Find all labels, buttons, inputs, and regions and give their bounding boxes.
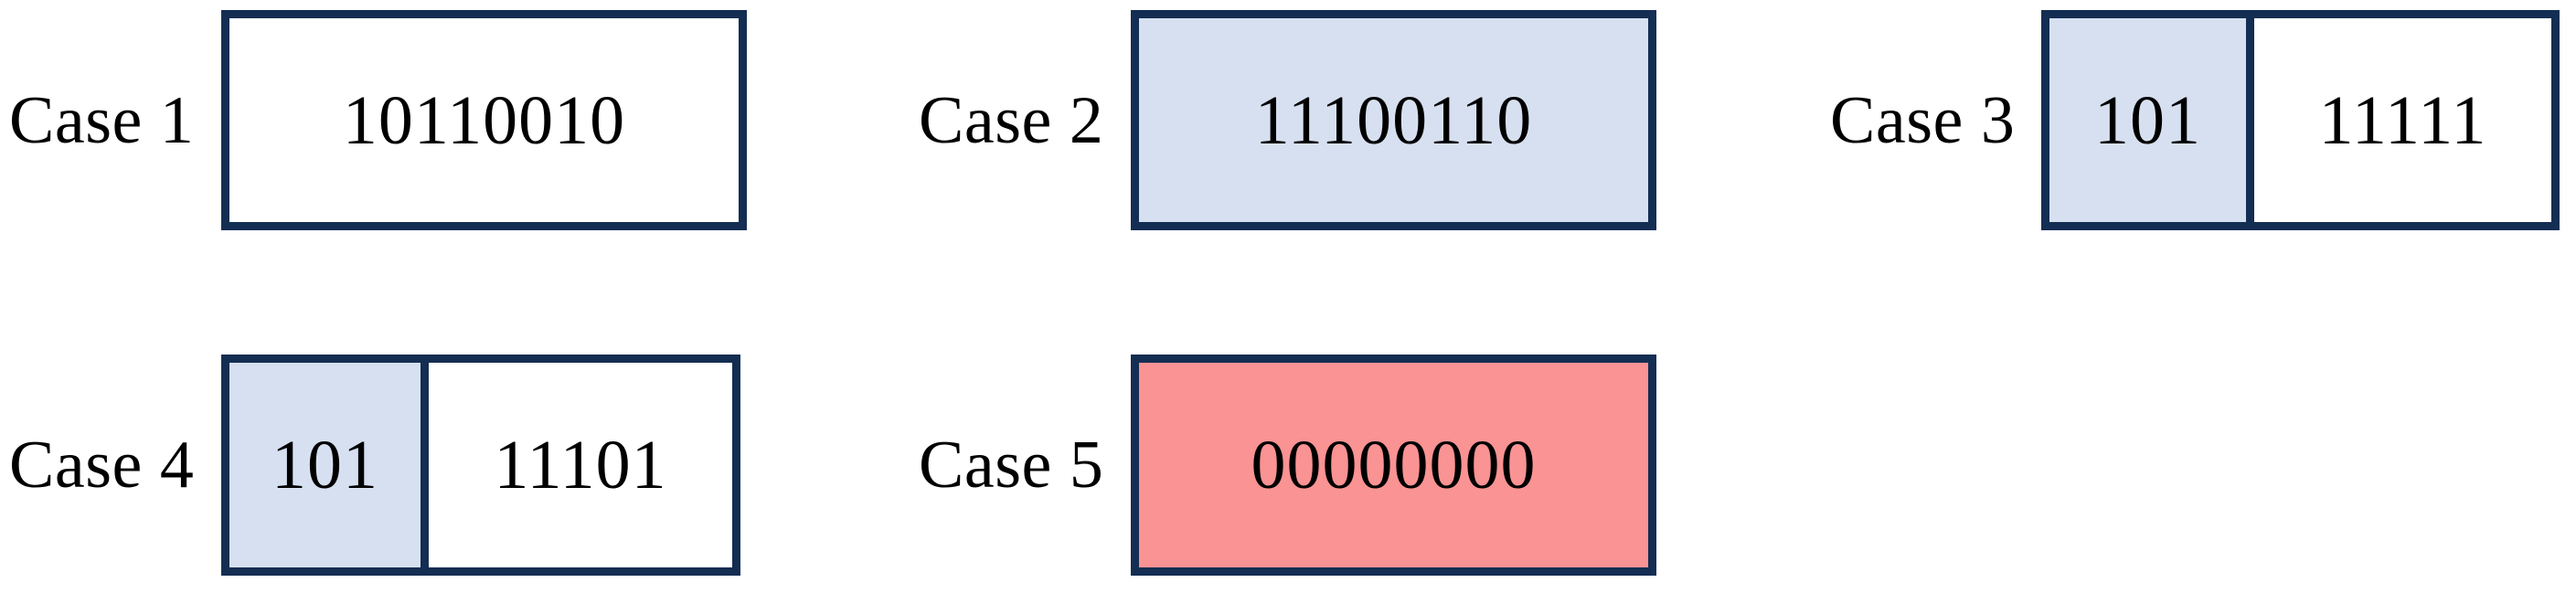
case-label-5: Case 5 bbox=[919, 428, 1104, 503]
case-box-3: 101 11111 bbox=[2041, 10, 2560, 230]
case-4-cell-0: 101 bbox=[229, 363, 429, 567]
case-label-2: Case 2 bbox=[919, 82, 1104, 158]
case-label-4: Case 4 bbox=[9, 428, 195, 503]
case-label-3: Case 3 bbox=[1830, 82, 2016, 158]
case-4-cell-1: 11101 bbox=[429, 363, 732, 567]
case-group-2: Case 2 11100110 bbox=[919, 10, 1656, 230]
case-box-5: 00000000 bbox=[1131, 355, 1656, 576]
case-group-1: Case 1 10110010 bbox=[9, 10, 747, 230]
case-box-1: 10110010 bbox=[221, 10, 747, 230]
case-label-1: Case 1 bbox=[9, 82, 195, 158]
case-box-2: 11100110 bbox=[1131, 10, 1656, 230]
case-box-4: 101 11101 bbox=[221, 355, 740, 576]
case-3-cell-1: 11111 bbox=[2254, 18, 2551, 222]
case-2-cell-0: 11100110 bbox=[1139, 18, 1648, 222]
case-1-cell-0: 10110010 bbox=[229, 18, 739, 222]
case-group-5: Case 5 00000000 bbox=[919, 355, 1656, 576]
case-3-cell-0: 101 bbox=[2049, 18, 2254, 222]
case-5-cell-0: 00000000 bbox=[1139, 363, 1648, 567]
case-group-3: Case 3 101 11111 bbox=[1830, 10, 2560, 230]
case-group-4: Case 4 101 11101 bbox=[9, 355, 740, 576]
